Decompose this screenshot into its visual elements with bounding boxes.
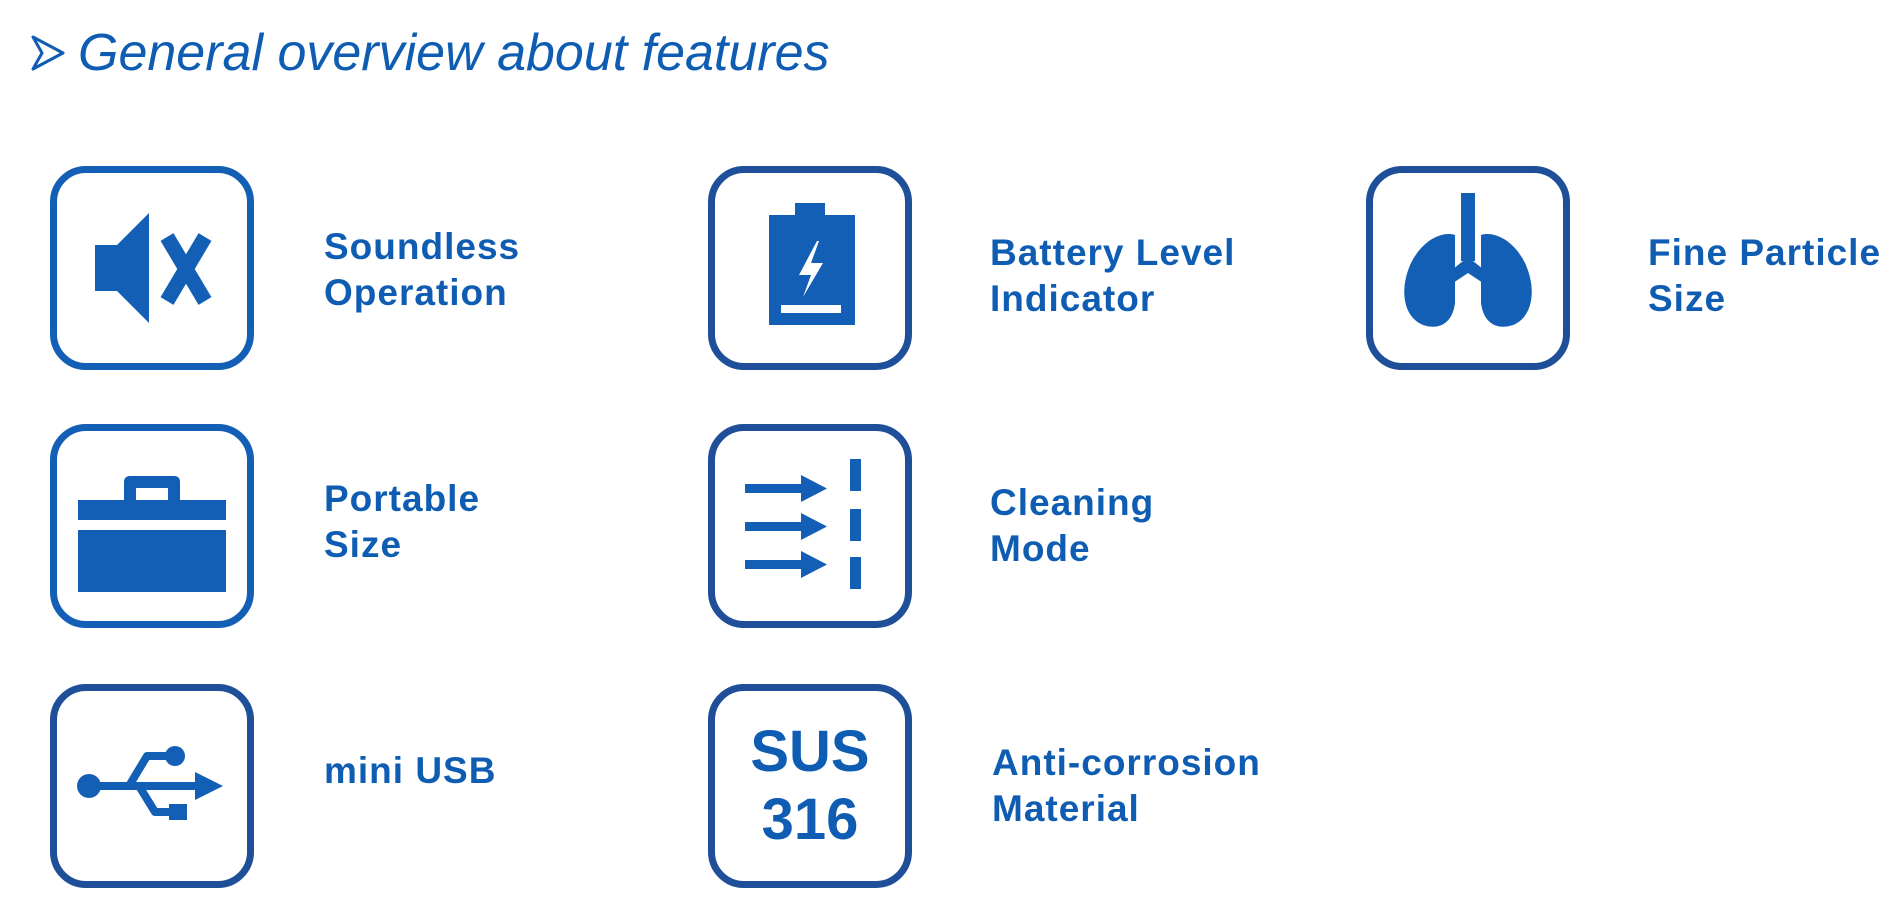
feature-tile-battery [708, 166, 912, 370]
page-heading: General overview about features [30, 18, 830, 88]
feature-tile-soundless [50, 166, 254, 370]
feature-label-soundless: Soundless Operation [324, 226, 521, 313]
lungs-icon [1404, 193, 1532, 327]
feature-label-fine-particle: Fine Particle Size [1648, 232, 1882, 319]
feature-tile-usb [50, 684, 254, 888]
mute-speaker-icon [95, 213, 212, 323]
feature-tile-cleaning [708, 424, 912, 628]
feature-label-anti-corrosion: Anti-corrosion Material [992, 742, 1261, 829]
feature-label-portable: Portable Size [324, 478, 481, 565]
usb-icon [77, 746, 223, 820]
sus316-badge-icon: SUS 316 [750, 719, 870, 852]
feature-label-cleaning: Cleaning Mode [990, 482, 1155, 569]
airflow-arrows-icon [745, 459, 861, 589]
feature-tile-fine-particle [1366, 166, 1570, 370]
feature-tile-anti-corrosion: SUS 316 [708, 684, 912, 888]
battery-charging-icon [769, 203, 855, 325]
arrow-bullet-icon [31, 35, 65, 71]
feature-label-battery: Battery Level Indicator [990, 232, 1236, 319]
page-title: General overview about features [78, 24, 830, 82]
feature-tile-portable [50, 424, 254, 628]
toolbox-icon [78, 476, 226, 592]
feature-label-usb: mini USB [324, 750, 497, 791]
